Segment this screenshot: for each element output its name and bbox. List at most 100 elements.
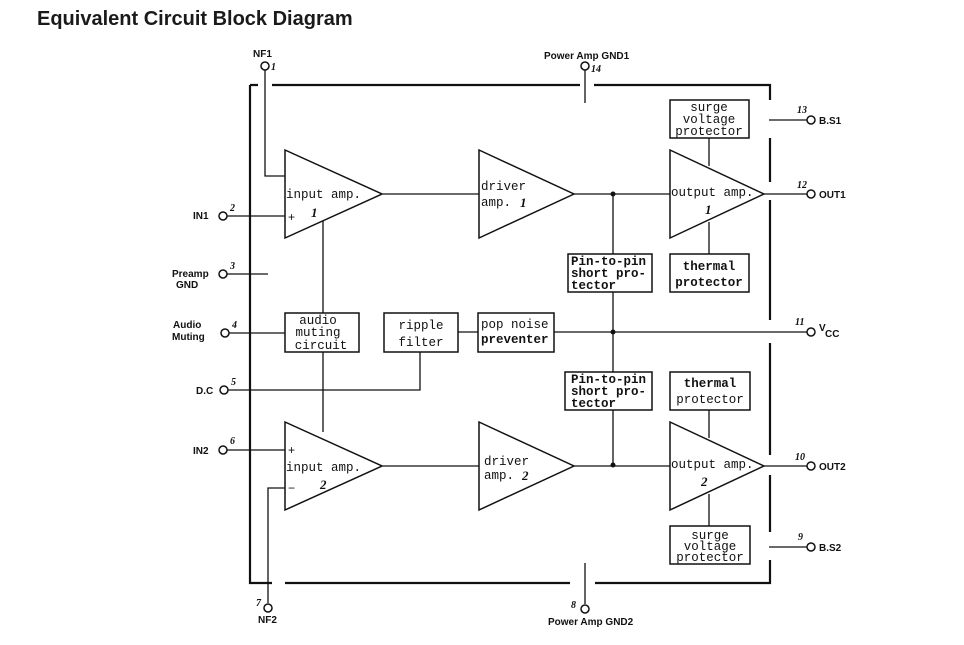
- plus-sign: +: [288, 443, 295, 457]
- pin-8-power-amp-gnd2[interactable]: 8 Power Amp GND2: [548, 563, 634, 628]
- pin-10-out2[interactable]: 10 OUT2: [795, 452, 846, 473]
- amp-unit: 1: [520, 195, 527, 210]
- pin-5-dc[interactable]: D.C 5: [196, 352, 421, 397]
- pin-label: Muting: [172, 332, 205, 343]
- block-label: protector: [675, 276, 743, 290]
- surge-voltage-protector-2: surge voltage protector: [669, 525, 751, 565]
- pin-13-bs1[interactable]: 13 B.S1: [769, 105, 842, 127]
- pin-6-in2[interactable]: IN2 6: [193, 436, 285, 457]
- block-label: Pin-to-pin: [571, 255, 646, 269]
- amp-unit: 2: [700, 474, 708, 489]
- pin-number: 14: [591, 64, 601, 75]
- pin-label: NF1: [253, 49, 272, 60]
- block-label: preventer: [481, 333, 549, 347]
- driver-amp-2: driver amp. 2: [478, 420, 576, 512]
- block-label: tector: [571, 279, 616, 293]
- pop-noise-preventer: pop noise preventer: [477, 312, 555, 353]
- nf2-wire: [267, 487, 285, 603]
- block-label: thermal: [684, 377, 737, 391]
- pin-number: 8: [571, 600, 576, 611]
- pin-2-in1[interactable]: IN1 2: [193, 203, 285, 222]
- block-label: voltage: [683, 113, 736, 127]
- surge-voltage-protector-1: surge voltage protector: [669, 99, 750, 139]
- pin-9-bs2[interactable]: 9 B.S2: [769, 532, 842, 554]
- ripple-filter: ripple filter: [383, 312, 459, 353]
- pin-11-vcc[interactable]: 11 V CC: [795, 317, 839, 340]
- block-label: surge: [691, 529, 729, 543]
- amp-label: output amp.: [671, 458, 754, 472]
- amp-unit: 2: [521, 468, 529, 483]
- plus-sign: +: [288, 210, 295, 224]
- pin-12-out1[interactable]: 12 OUT1: [797, 180, 846, 201]
- pin-number: 7: [256, 598, 262, 609]
- pin-number: 9: [798, 532, 803, 543]
- dc-wire: [228, 352, 421, 391]
- amp-label: amp.: [481, 196, 511, 210]
- pin-label: Preamp: [172, 269, 209, 280]
- pin-terminal[interactable]: [219, 385, 229, 395]
- pin-14-power-amp-gnd1[interactable]: Power Amp GND1 14: [544, 51, 630, 103]
- pin-number: 1: [271, 62, 276, 73]
- pin-terminal[interactable]: [806, 461, 816, 471]
- pin-number: 13: [797, 105, 807, 116]
- pin-number: 2: [229, 203, 235, 214]
- block-label: protector: [675, 125, 743, 139]
- pin-terminal[interactable]: [806, 189, 816, 199]
- pin-number: 3: [229, 261, 235, 272]
- junction-dot: [610, 462, 616, 468]
- amp-label: input amp.: [286, 188, 361, 202]
- pin-number: 10: [795, 452, 805, 463]
- block-label: muting: [295, 326, 340, 340]
- amp-label: input amp.: [286, 461, 361, 475]
- pin-number: 11: [795, 317, 804, 328]
- thermal-protector-1: thermal protector: [669, 253, 750, 293]
- input-amp-2: + input amp. 2 −: [284, 420, 384, 512]
- block-label: protector: [676, 551, 744, 565]
- pin-3-preamp-gnd[interactable]: Preamp GND 3: [172, 261, 268, 291]
- pin-terminal[interactable]: [263, 603, 273, 613]
- pin-label: Power Amp GND2: [548, 617, 634, 628]
- pin-terminal[interactable]: [806, 327, 816, 337]
- junction-dot: [610, 191, 616, 197]
- minus-sign: −: [288, 481, 295, 495]
- pin-terminal[interactable]: [220, 328, 230, 338]
- block-label: circuit: [295, 339, 348, 353]
- block-label: thermal: [683, 260, 736, 274]
- pin-to-pin-short-protector-2: Pin-to-pin short pro- tector: [564, 371, 653, 411]
- block-label: pop noise: [481, 318, 549, 332]
- pin-label: D.C: [196, 386, 213, 397]
- pin-terminal[interactable]: [580, 604, 590, 614]
- pin-7-nf2[interactable]: 7 NF2: [256, 487, 285, 626]
- pin-1-nf1[interactable]: NF1 1: [253, 49, 285, 177]
- block-label: short pro-: [571, 267, 646, 281]
- pin-terminal[interactable]: [218, 445, 228, 455]
- block-label: short pro-: [571, 385, 646, 399]
- block-label: protector: [676, 393, 744, 407]
- page-title: Equivalent Circuit Block Diagram: [37, 8, 353, 30]
- amp-unit: 1: [705, 202, 712, 217]
- pin-terminal[interactable]: [806, 115, 816, 125]
- pin-number: 4: [231, 320, 237, 331]
- pin-terminal[interactable]: [580, 61, 590, 71]
- block-label: surge: [690, 101, 728, 115]
- pin-terminal[interactable]: [806, 542, 816, 552]
- pin-terminal[interactable]: [218, 269, 228, 279]
- pin-terminal[interactable]: [260, 61, 270, 71]
- pin-label-sub: CC: [825, 329, 839, 340]
- pin-label: IN2: [193, 446, 209, 457]
- nf1-wire: [264, 70, 285, 177]
- input-amp-1: input amp. + 1: [284, 148, 384, 240]
- block-label: Pin-to-pin: [571, 373, 646, 387]
- amp-label: output amp.: [671, 186, 754, 200]
- output-amp-1: output amp. 1: [669, 148, 766, 240]
- pin-terminal[interactable]: [218, 211, 228, 221]
- audio-muting-circuit: audio muting circuit: [284, 312, 360, 353]
- amp-label: driver: [484, 455, 529, 469]
- pin-number: 12: [797, 180, 807, 191]
- pin-4-audio-muting[interactable]: Audio Muting 4: [172, 320, 285, 343]
- pin-number: 6: [230, 436, 235, 447]
- thermal-protector-2: thermal protector: [669, 371, 751, 411]
- block-label: audio: [299, 314, 337, 328]
- internal-wiring: [322, 138, 807, 526]
